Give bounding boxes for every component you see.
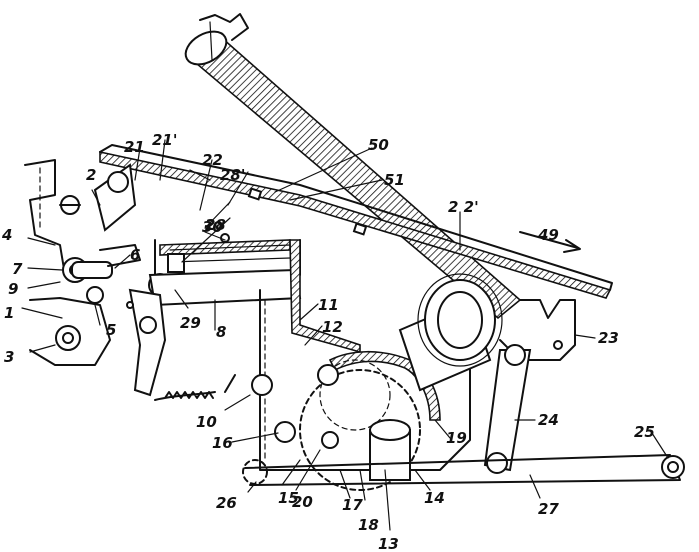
label-22: 22 <box>202 151 223 169</box>
link-24 <box>483 344 532 474</box>
cam-assembly <box>251 359 421 491</box>
label-11: 11 <box>318 296 339 314</box>
label-24: 24 <box>538 411 559 429</box>
slide-plate <box>99 144 613 361</box>
left-frame <box>24 159 111 366</box>
label-7: 7 <box>12 260 23 278</box>
direction-arrow-49 <box>519 231 581 253</box>
label-28: 28 <box>205 216 226 234</box>
pivot-3 <box>55 325 81 351</box>
label-8: 8 <box>216 323 226 341</box>
label-21p: 21' <box>152 131 177 149</box>
lower-arm-with-spring <box>128 288 236 401</box>
label-5: 5 <box>106 321 116 339</box>
label-27: 27 <box>538 500 559 518</box>
left-pivot-group <box>62 244 141 309</box>
label-16: 16 <box>212 434 233 452</box>
label-4: 4 <box>1 226 12 244</box>
label-23: 23 <box>598 329 619 347</box>
label-10: 10 <box>196 413 217 431</box>
label-51: 51 <box>384 171 405 189</box>
label-29: 29 <box>180 314 201 332</box>
leader-lines <box>21 139 669 531</box>
bottom-bar-27 <box>242 454 685 486</box>
label-6: 6 <box>130 246 140 264</box>
roller-19 <box>328 273 503 421</box>
label-22p: 2 2' <box>448 198 479 216</box>
label-50: 50 <box>368 136 389 154</box>
label-13: 13 <box>378 535 399 552</box>
connectors-50-51 <box>189 169 368 236</box>
label-17: 17 <box>342 496 363 514</box>
reference-labels: 1 2 3 4 5 6 7 8 9 10 11 12 13 14 15 16 1… <box>1 131 655 552</box>
label-12: 12 <box>322 318 343 336</box>
label-15: 15 <box>278 489 299 507</box>
label-30: 30 <box>202 218 223 236</box>
label-20: 20 <box>292 493 313 511</box>
label-9: 9 <box>8 280 18 298</box>
label-3: 3 <box>4 348 14 366</box>
label-21: 21 <box>124 138 145 156</box>
label-26: 26 <box>216 494 237 512</box>
label-25: 25 <box>634 423 655 441</box>
link-8 <box>148 268 302 307</box>
label-14: 14 <box>424 489 445 507</box>
label-18: 18 <box>358 516 379 534</box>
label-1: 1 <box>4 304 14 322</box>
label-49: 49 <box>537 226 559 244</box>
label-19: 19 <box>446 429 467 447</box>
plate-11 <box>259 239 471 471</box>
label-2: 2 <box>86 166 96 184</box>
pivot-lever-2 <box>59 163 137 232</box>
label-28p: 28' <box>220 166 245 184</box>
